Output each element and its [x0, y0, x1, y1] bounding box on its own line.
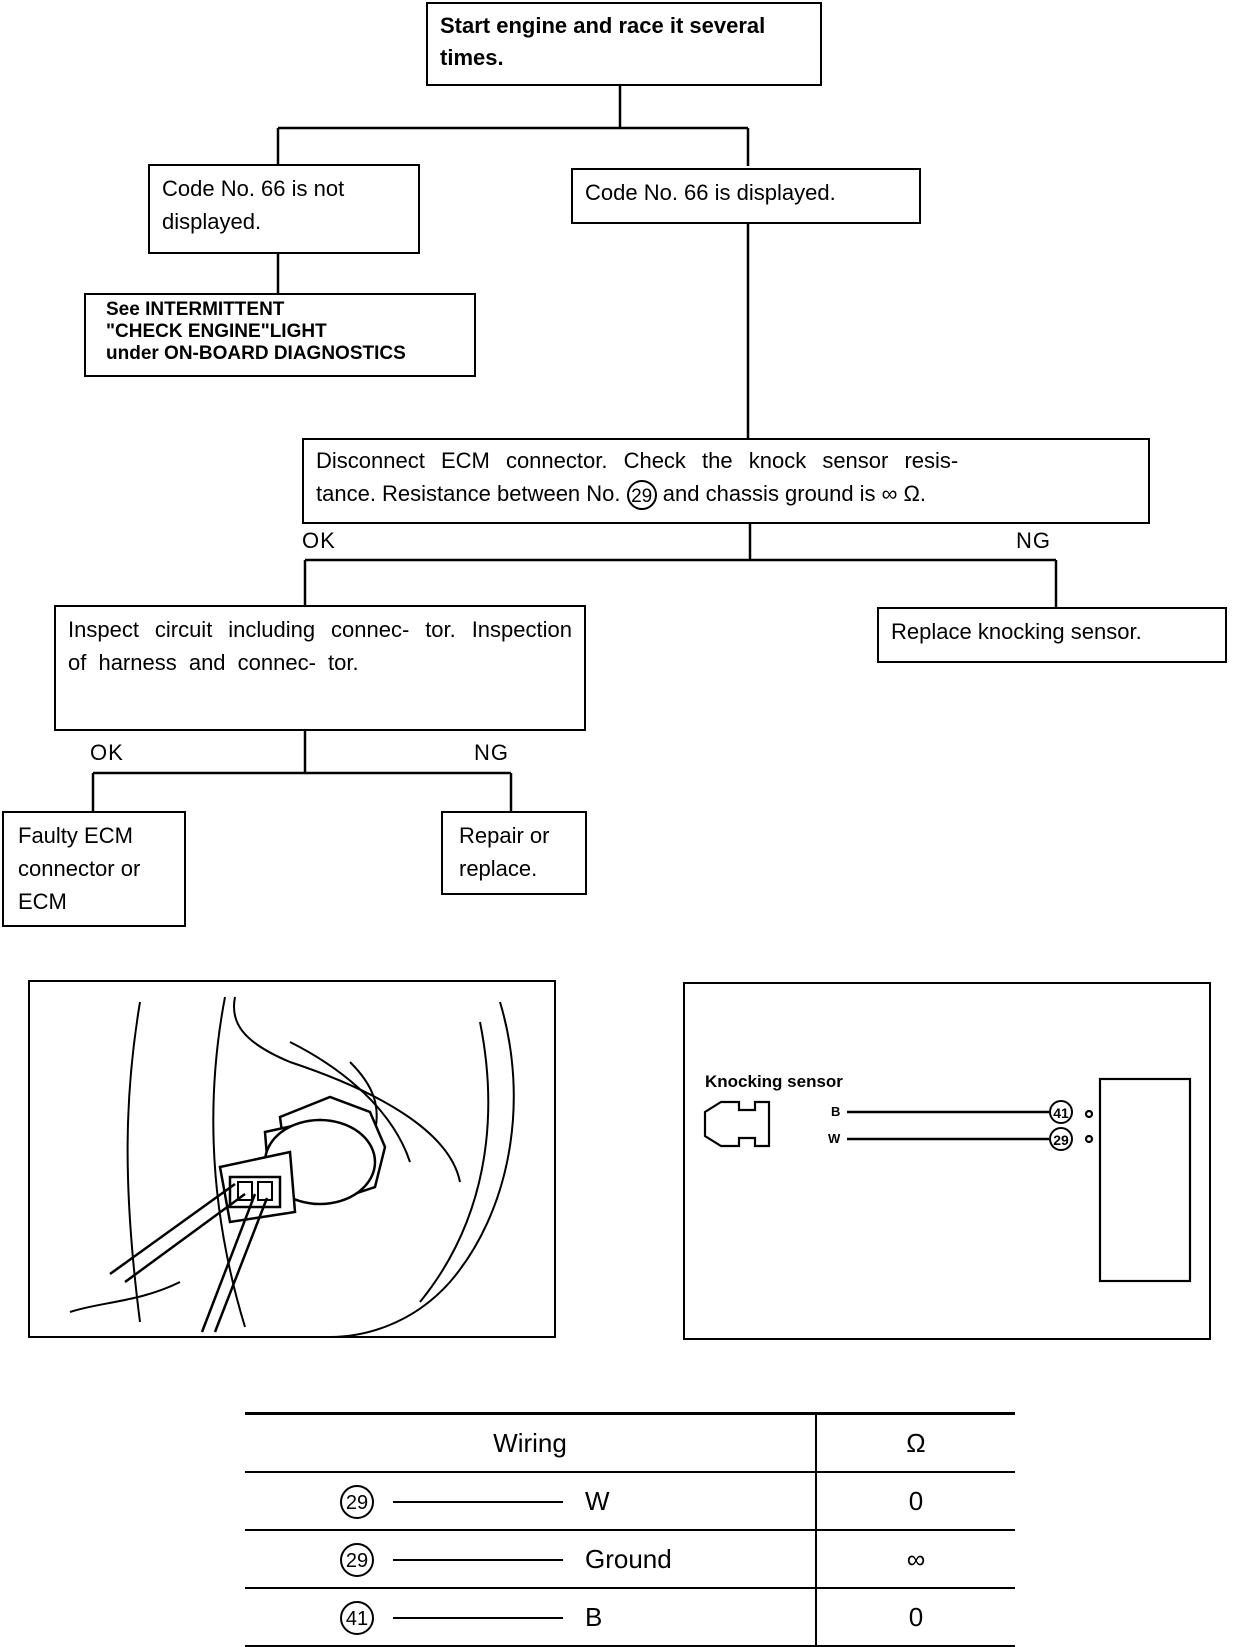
sensor-probe-drawing [69, 996, 515, 1336]
wiring-cell: 29 Ground [245, 1531, 817, 1587]
replace-sensor-box: Replace knocking sensor. [877, 607, 1227, 663]
pin-41-marker: 41 [1049, 1100, 1073, 1124]
code-displayed-text: Code No. 66 is displayed. [585, 180, 836, 205]
pin-marker: 29 [340, 1543, 374, 1577]
table-header-row: Wiring Ω [245, 1412, 1015, 1473]
table-row: 41 B 0 [245, 1589, 1015, 1647]
pin-marker: 41 [340, 1601, 374, 1635]
inspect-circuit-text: Inspect circuit including connec- tor. I… [68, 617, 572, 675]
check-resistance-line-2: tance. Resistance between No. 29 and cha… [316, 477, 1136, 511]
inspect-circuit-box: Inspect circuit including connec- tor. I… [54, 605, 586, 731]
ohm-value: ∞ [906, 1544, 926, 1574]
start-step-box: Start engine and race it several times. [426, 2, 822, 86]
pin-29-marker: 29 [626, 480, 657, 511]
flow-connectors [91, 84, 1058, 811]
wiring-cell: 29 W [245, 1473, 817, 1529]
intermittent-line-2: "CHECK ENGINE"LIGHT [106, 321, 327, 342]
wire-line [393, 1617, 563, 1619]
replace-sensor-text: Replace knocking sensor. [891, 619, 1142, 644]
check-resistance-line-1: Disconnect ECM connector. Check the knoc… [316, 448, 959, 473]
table-row: 29 W 0 [245, 1473, 1015, 1531]
sensor-probe-illustration [28, 980, 556, 1338]
pin-marker: 29 [340, 1485, 374, 1519]
ohm-value: 0 [908, 1602, 924, 1632]
table-row: 29 Ground ∞ [245, 1531, 1015, 1589]
wire-b-label: B [831, 1104, 841, 1119]
start-step-text: Start engine and race it several times. [440, 13, 766, 70]
wire-destination: W [585, 1486, 610, 1516]
wire-destination: B [585, 1602, 603, 1632]
resistance-table: Wiring Ω 29 W 0 29 Ground ∞ 41 B [245, 1412, 1015, 1647]
knocking-sensor-label: Knocking sensor [705, 1072, 843, 1091]
wire-line [393, 1501, 563, 1503]
ok-label-2: OK [90, 740, 124, 765]
check-resistance-box: Disconnect ECM connector. Check the knoc… [302, 438, 1150, 524]
repair-box: Repair or replace. [441, 811, 587, 895]
wiring-diagram: Knocking sensor B W 41 29 [683, 982, 1211, 1340]
ohm-value: 0 [908, 1486, 924, 1516]
wiring-diagram-drawing [703, 1077, 1192, 1283]
intermittent-line-3: under ON-BOARD DIAGNOSTICS [106, 343, 406, 364]
wire-line [393, 1559, 563, 1561]
intermittent-line-1: See INTERMITTENT [106, 299, 285, 320]
header-ohm: Ω [906, 1428, 926, 1458]
ng-label-1: NG [1016, 528, 1051, 553]
check-resistance-text-b: and chassis ground is ∞ Ω. [662, 481, 927, 506]
pin-29-marker: 29 [1049, 1127, 1073, 1151]
check-resistance-text-a: tance. Resistance between No. [316, 481, 621, 506]
faulty-ecm-box: Faulty ECM connector or ECM [2, 811, 186, 927]
code-not-displayed-text: Code No. 66 is not displayed. [162, 176, 345, 234]
repair-text: Repair or replace. [459, 823, 550, 881]
ng-label-2: NG [474, 740, 509, 765]
wire-destination: Ground [585, 1544, 672, 1574]
wiring-cell: 41 B [245, 1589, 817, 1645]
code-displayed-box: Code No. 66 is displayed. [571, 168, 921, 224]
header-wiring: Wiring [245, 1415, 817, 1471]
wire-w-label: W [828, 1131, 841, 1146]
faulty-ecm-text: Faulty ECM connector or ECM [18, 823, 141, 914]
intermittent-light-box: See INTERMITTENT "CHECK ENGINE"LIGHT und… [84, 293, 476, 377]
code-not-displayed-box: Code No. 66 is not displayed. [148, 164, 420, 254]
ok-label-1: OK [302, 528, 336, 553]
